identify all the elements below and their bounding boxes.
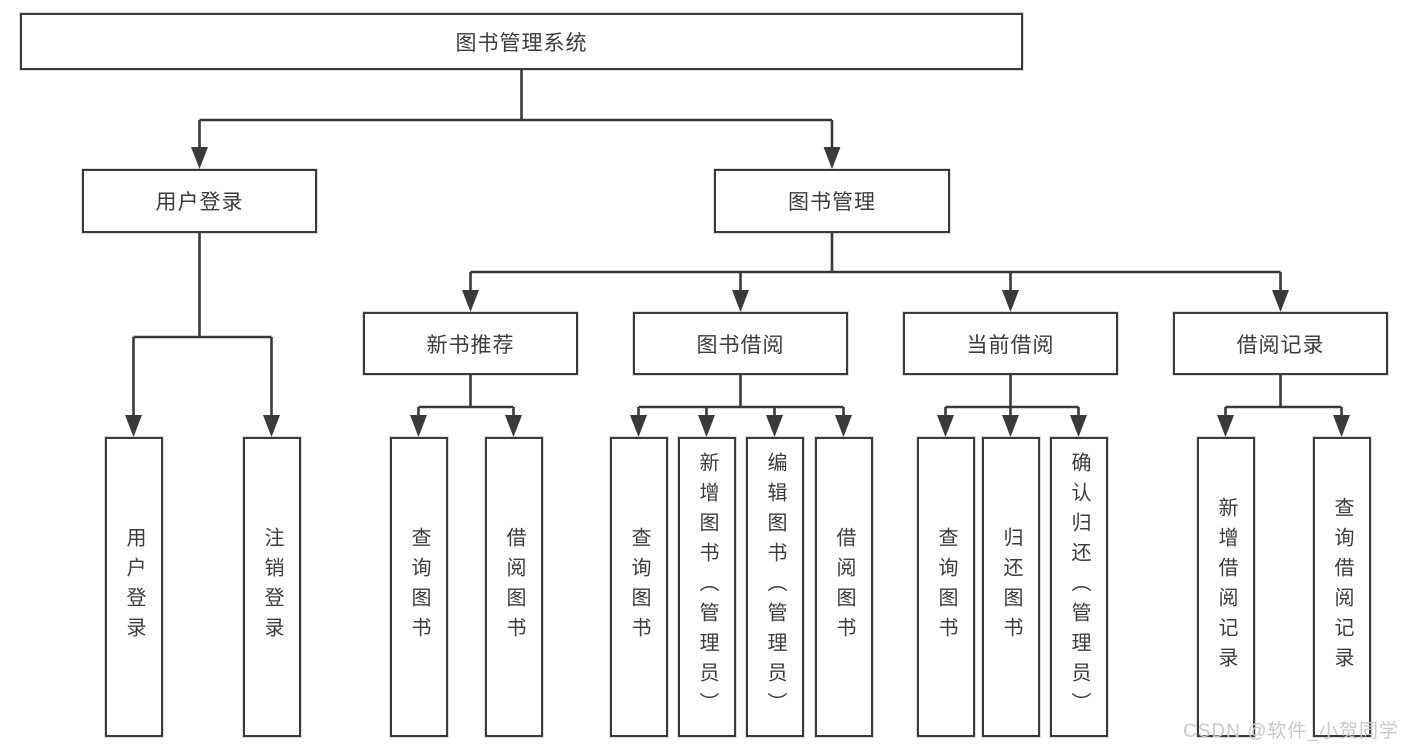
node-current-confirm-return-admin: 确认归还（管理员） — [1050, 437, 1108, 737]
node-new-book-recommend: 新书推荐 — [363, 312, 578, 375]
edge-root-to-level2 — [198, 68, 834, 150]
edge-newbook-to-leaves — [417, 375, 515, 418]
node-login-user-login-label: 用户登录 — [123, 527, 145, 647]
node-new-book-recommend-label: 新书推荐 — [426, 333, 515, 357]
node-records-add-record: 新增借阅记录 — [1197, 437, 1255, 737]
node-borrow-query-books: 查询图书 — [610, 437, 668, 737]
node-user-login-label: 用户登录 — [155, 191, 244, 214]
node-borrow-borrow-books-label: 借阅图书 — [833, 527, 855, 647]
node-login-logout-label: 注销登录 — [261, 527, 283, 647]
node-login-logout: 注销登录 — [243, 437, 301, 737]
edge-records-to-leaves — [1224, 375, 1343, 418]
node-borrow-records: 借阅记录 — [1173, 312, 1388, 375]
node-records-query-record: 查询借阅记录 — [1313, 437, 1371, 737]
node-newbook-query-books-label: 查询图书 — [408, 527, 430, 647]
node-current-confirm-return-admin-label: 确认归还（管理员） — [1068, 452, 1090, 722]
node-borrow-borrow-books: 借阅图书 — [815, 437, 873, 737]
node-borrow-add-books-admin-label: 新增图书（管理员） — [696, 452, 718, 722]
node-borrow-query-books-label: 查询图书 — [628, 527, 650, 647]
node-current-query-books-label: 查询图书 — [935, 527, 957, 647]
node-borrow-records-label: 借阅记录 — [1236, 333, 1325, 357]
node-newbook-borrow-books: 借阅图书 — [485, 437, 543, 737]
node-current-borrow: 当前借阅 — [903, 312, 1118, 375]
node-root: 图书管理系统 — [20, 13, 1023, 70]
node-records-query-record-label: 查询借阅记录 — [1331, 497, 1353, 677]
node-login-user-login: 用户登录 — [105, 437, 163, 737]
node-current-borrow-label: 当前借阅 — [966, 333, 1055, 357]
node-current-return-books: 归还图书 — [982, 437, 1040, 737]
node-records-add-record-label: 新增借阅记录 — [1215, 497, 1237, 677]
edge-current-to-leaves — [944, 375, 1080, 418]
node-borrow-edit-books-admin: 编辑图书（管理员） — [746, 437, 804, 737]
edge-mgmt-to-level3 — [469, 233, 1282, 293]
node-book-management-label: 图书管理 — [788, 191, 876, 214]
edge-login-to-leaves — [132, 233, 273, 418]
edge-borrow-to-leaves — [637, 375, 845, 418]
node-book-borrow: 图书借阅 — [633, 312, 848, 375]
node-user-login: 用户登录 — [82, 169, 317, 233]
node-current-query-books: 查询图书 — [917, 437, 975, 737]
node-current-return-books-label: 归还图书 — [1000, 527, 1022, 647]
watermark-text: CSDN @软件_小贺同学 — [1183, 721, 1399, 742]
node-book-management: 图书管理 — [714, 169, 950, 233]
node-newbook-query-books: 查询图书 — [390, 437, 448, 737]
node-borrow-add-books-admin: 新增图书（管理员） — [678, 437, 736, 737]
node-book-borrow-label: 图书借阅 — [696, 333, 785, 357]
node-newbook-borrow-books-label: 借阅图书 — [503, 527, 525, 647]
node-borrow-edit-books-admin-label: 编辑图书（管理员） — [764, 452, 786, 722]
node-root-label: 图书管理系统 — [455, 31, 588, 55]
